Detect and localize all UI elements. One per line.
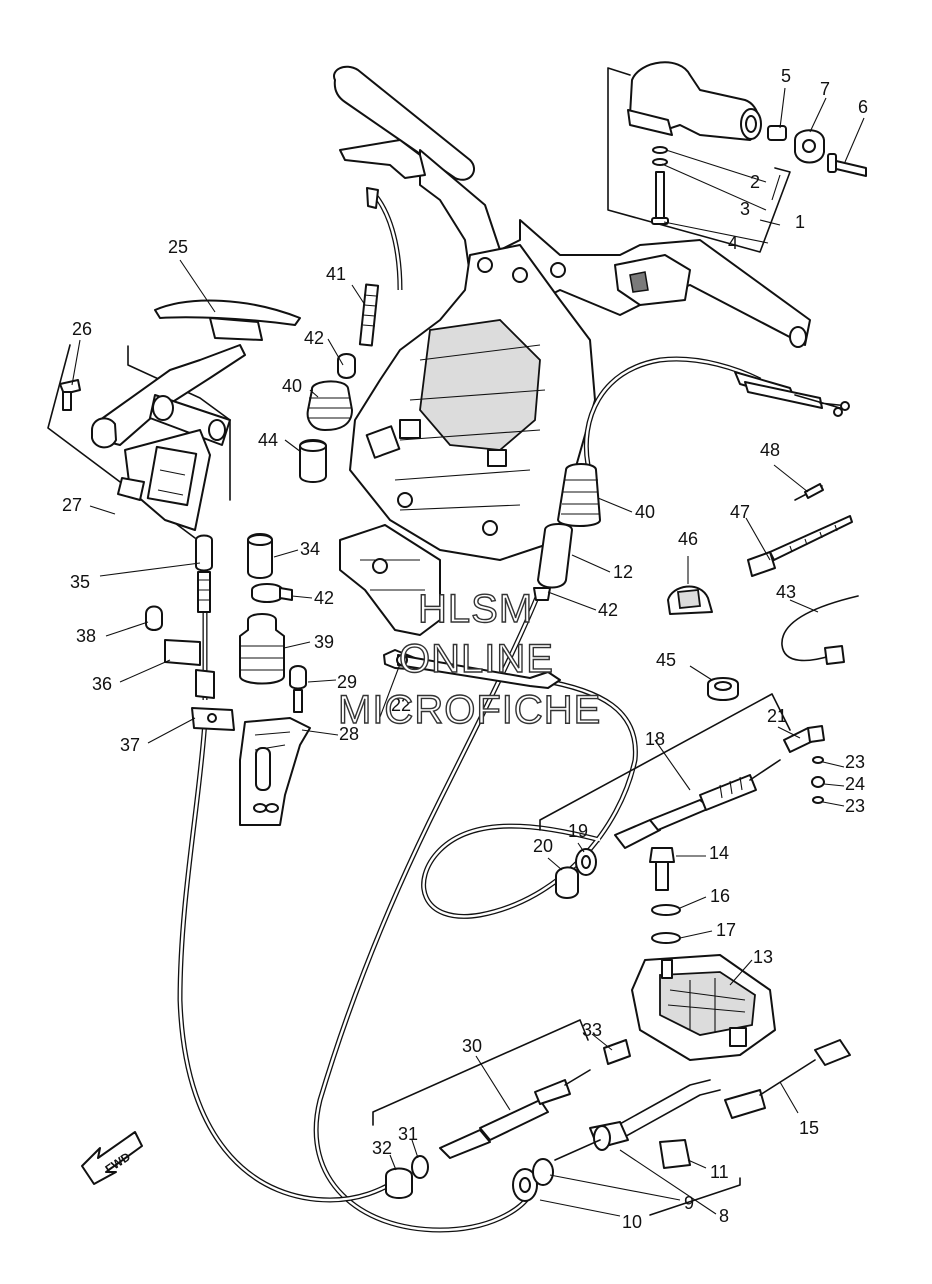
callout-33: 33 <box>582 1020 602 1040</box>
callout-8: 8 <box>719 1206 729 1226</box>
callout-23a: 23 <box>845 752 865 772</box>
callout-14: 14 <box>709 843 729 863</box>
handlebar <box>333 65 811 348</box>
callout-1: 1 <box>795 212 805 232</box>
callout-22: 22 <box>391 695 411 715</box>
callout-labels: 1 2 3 4 5 6 7 8 9 10 11 12 13 14 15 16 1… <box>62 66 868 1232</box>
shift-linkage-parts <box>145 534 235 731</box>
callout-42c: 42 <box>598 600 618 620</box>
callout-26: 26 <box>72 319 92 339</box>
callout-41: 41 <box>326 264 346 284</box>
callout-42a: 42 <box>304 328 324 348</box>
callout-9: 9 <box>684 1193 694 1213</box>
left-small-parts <box>239 187 380 685</box>
callout-34: 34 <box>300 539 320 559</box>
callout-6: 6 <box>858 97 868 117</box>
callout-18: 18 <box>645 729 665 749</box>
callout-11: 11 <box>710 1162 729 1182</box>
callout-35: 35 <box>70 572 90 592</box>
callout-30: 30 <box>462 1036 482 1056</box>
callout-13: 13 <box>753 947 773 967</box>
callout-19: 19 <box>568 821 588 841</box>
callout-46: 46 <box>678 529 698 549</box>
callout-2: 2 <box>750 172 760 192</box>
bottom-right-parts <box>512 1039 851 1216</box>
watermark-line-3: MICROFICHE <box>338 688 601 732</box>
callout-37: 37 <box>120 735 140 755</box>
callout-10: 10 <box>622 1212 642 1232</box>
callout-15: 15 <box>799 1118 819 1138</box>
throttle-cable-ends <box>734 371 850 417</box>
remote-control-box <box>631 954 776 1061</box>
callout-16: 16 <box>710 886 730 906</box>
callout-32: 32 <box>372 1138 392 1158</box>
callout-44: 44 <box>258 430 278 450</box>
callout-48: 48 <box>760 440 780 460</box>
callout-45: 45 <box>656 650 676 670</box>
callout-12: 12 <box>613 562 633 582</box>
callout-27: 27 <box>62 495 82 515</box>
throttle-cable-30 <box>372 1019 631 1199</box>
watermark: HLSM ONLINE MICROFICHE <box>337 586 601 732</box>
leader-lines <box>71 87 865 1217</box>
callout-40a: 40 <box>282 376 302 396</box>
callout-4: 4 <box>728 233 738 253</box>
callout-20: 20 <box>533 836 553 856</box>
bolt-washers <box>649 847 681 944</box>
callout-24: 24 <box>845 774 865 794</box>
callout-25: 25 <box>168 237 188 257</box>
callout-29: 29 <box>337 672 357 692</box>
watermark-line-1: HLSM <box>418 587 533 631</box>
callout-47: 47 <box>730 502 750 522</box>
callout-38: 38 <box>76 626 96 646</box>
callout-17: 17 <box>716 920 736 940</box>
fwd-arrow-icon: FWD <box>81 1131 143 1185</box>
callout-39: 39 <box>314 632 334 652</box>
shift-cable-parts <box>539 693 825 899</box>
callout-28: 28 <box>339 724 359 744</box>
callout-21: 21 <box>767 706 787 726</box>
callout-31: 31 <box>398 1124 418 1144</box>
cable-bracket <box>239 665 311 826</box>
callout-3: 3 <box>740 199 750 219</box>
ties-and-clips <box>667 483 859 701</box>
callout-43: 43 <box>776 582 796 602</box>
grip-assembly <box>607 61 867 253</box>
callout-5: 5 <box>781 66 791 86</box>
callout-7: 7 <box>820 79 830 99</box>
callout-42b: 42 <box>314 588 334 608</box>
callout-40b: 40 <box>635 502 655 522</box>
callout-36: 36 <box>92 674 112 694</box>
lever-bracket-assembly <box>47 299 301 539</box>
watermark-line-2: ONLINE <box>399 637 554 681</box>
cable-boot-parts <box>383 463 601 689</box>
callout-23b: 23 <box>845 796 865 816</box>
steering-column <box>339 244 596 636</box>
